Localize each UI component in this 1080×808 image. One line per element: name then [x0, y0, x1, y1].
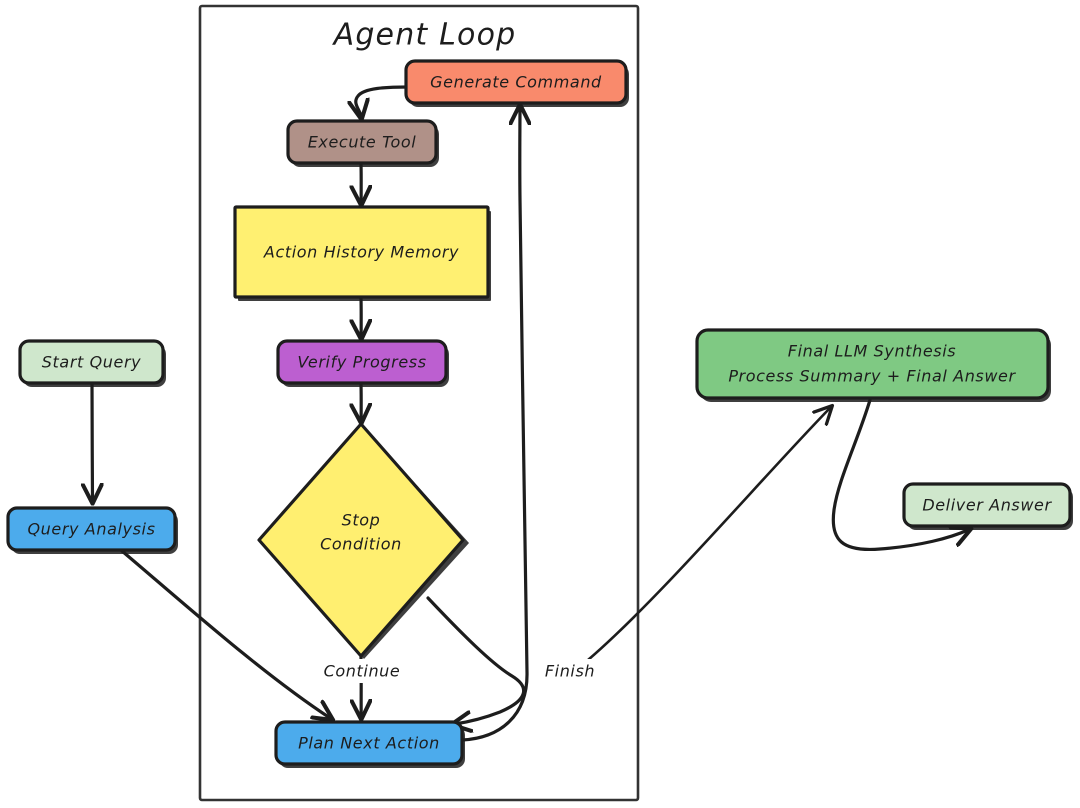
deliver-answer-shape	[902, 482, 1072, 528]
start-query-label: Start Query	[42, 353, 141, 372]
edge-label-finish: Finish	[545, 662, 595, 681]
query-analysis-shape	[6, 506, 177, 552]
edge-label-continue-group: Continue	[315, 659, 409, 683]
deliver-answer-label: Deliver Answer	[922, 496, 1052, 515]
edge-label-finish-group: Finish	[538, 659, 606, 683]
plan-next-action-shape	[274, 720, 464, 766]
agent-loop-title: Agent Loop	[332, 18, 517, 53]
edge-final-llm-synthesis-to-deliver-answer	[831, 398, 968, 552]
edge-start-query-to-query-analysis	[92, 382, 93, 500]
generate-command-shape	[404, 59, 628, 105]
final-llm-synthesis-label-line1: Final LLM Synthesis	[788, 342, 956, 361]
node-execute-tool[interactable]: Execute Tool	[286, 119, 439, 167]
query-analysis-label: Query Analysis	[27, 520, 155, 539]
execute-tool-shape	[286, 119, 438, 165]
final-llm-synthesis-label-line2: Process Summary + Final Answer	[728, 367, 1016, 386]
verify-progress-label: Verify Progress	[297, 353, 426, 372]
node-plan-next-action[interactable]: Plan Next Action	[274, 720, 465, 768]
node-action-history-memory[interactable]: Action History Memory	[233, 205, 491, 301]
start-query-shape	[18, 339, 165, 385]
action-history-memory-shape	[233, 205, 490, 299]
agent-loop-container	[198, 4, 640, 802]
edge-query-analysis-to-plan-next-action	[120, 549, 330, 718]
edge-label-continue: Continue	[324, 662, 401, 681]
plan-next-action-label: Plan Next Action	[298, 734, 440, 753]
final-llm-synthesis-shape	[695, 328, 1050, 400]
generate-command-label: Generate Command	[430, 73, 602, 92]
edge-generate-command-to-execute-tool	[356, 85, 410, 116]
node-stop-condition[interactable]: Stop Condition	[257, 422, 469, 659]
node-query-analysis[interactable]: Query Analysis	[6, 506, 178, 554]
edge-stop-condition-finish-curve	[426, 596, 526, 724]
node-generate-command[interactable]: Generate Command	[404, 59, 629, 107]
node-deliver-answer[interactable]: Deliver Answer	[902, 482, 1073, 530]
node-start-query[interactable]: Start Query	[18, 339, 166, 387]
action-history-memory-label: Action History Memory	[263, 243, 459, 262]
stop-condition-label-line2: Condition	[320, 535, 402, 554]
edge-plan-next-action-to-generate-command	[460, 108, 527, 742]
edge-stop-condition-to-final-llm-synthesis	[586, 408, 830, 662]
verify-progress-shape	[276, 339, 448, 385]
node-final-llm-synthesis[interactable]: Final LLM Synthesis Process Summary + Fi…	[695, 328, 1051, 402]
node-verify-progress[interactable]: Verify Progress	[276, 339, 449, 387]
stop-condition-shape	[257, 422, 465, 658]
stop-condition-label-line1: Stop	[342, 511, 381, 530]
execute-tool-label: Execute Tool	[308, 133, 417, 152]
